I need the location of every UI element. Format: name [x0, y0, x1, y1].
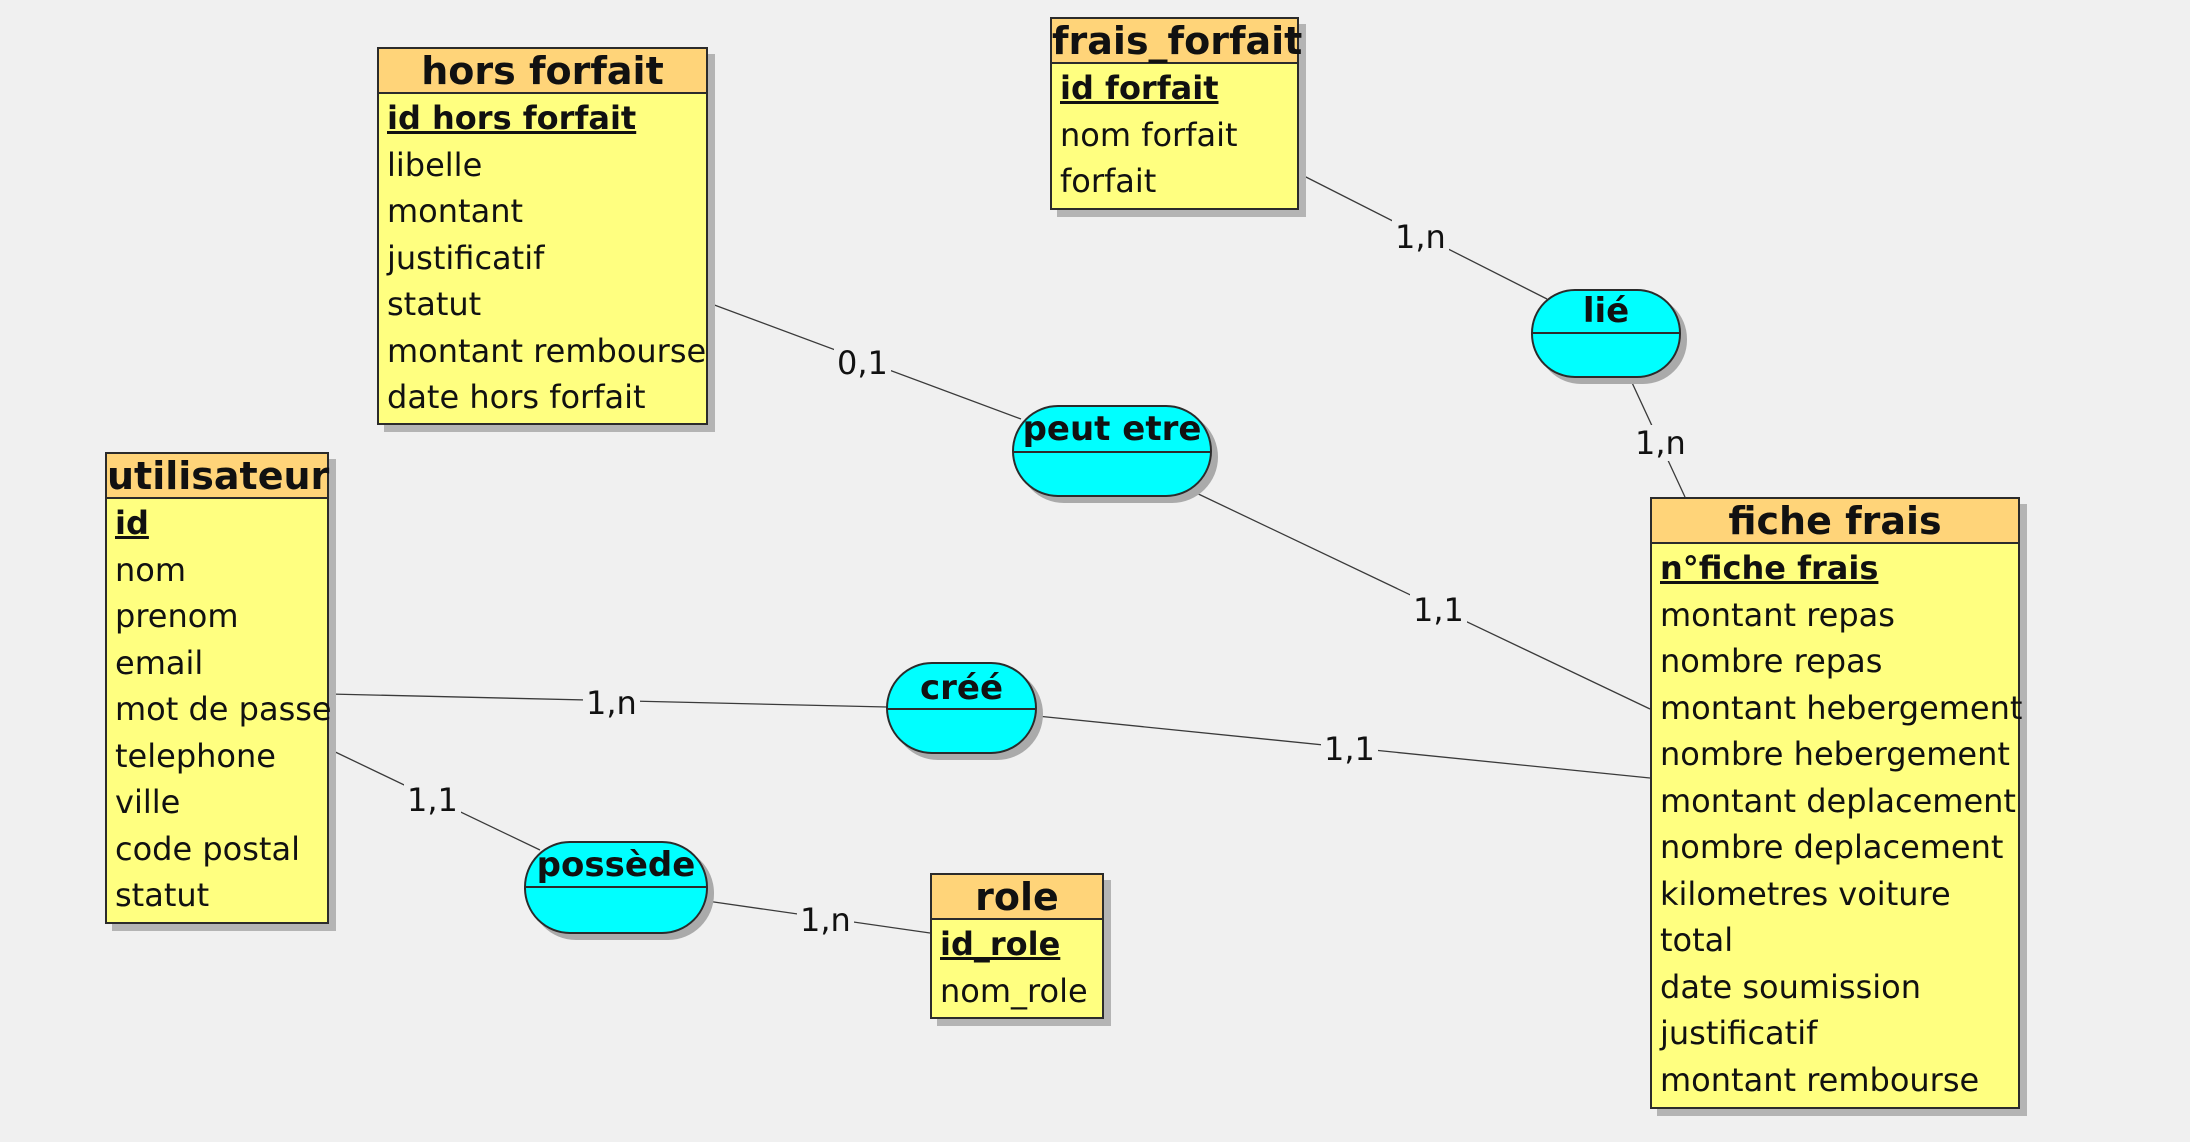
attribute: justificatif: [1660, 1014, 1818, 1052]
attribute: nom forfait: [1060, 115, 1238, 154]
entity-title: utilisateur: [107, 454, 330, 499]
entity-utilisateur[interactable]: utilisateur id nom prenom email mot de p…: [105, 452, 332, 924]
association-cree[interactable]: créé: [886, 662, 1037, 754]
cardinality-utilisateur-cree: 1,n: [583, 685, 640, 721]
attribute: statut: [115, 876, 210, 914]
primary-key-attribute: id_role: [940, 925, 1061, 963]
attribute: libelle: [387, 145, 483, 184]
entity-title: frais_forfait: [1052, 19, 1303, 64]
attribute: ville: [115, 783, 181, 821]
attribute: mot de passe: [115, 690, 332, 728]
entity-fiche-frais[interactable]: fiche frais n°fiche frais montant repas …: [1650, 497, 2023, 1109]
entity-title: role: [932, 875, 1102, 920]
attribute-list: id nom prenom email mot de passe telepho…: [107, 499, 332, 919]
cardinality-fiche-frais-cree: 1,1: [1321, 731, 1378, 767]
attribute-list: id hors forfait libelle montant justific…: [379, 94, 706, 421]
attribute: date soumission: [1660, 967, 1922, 1006]
primary-key-attribute: n°fiche frais: [1660, 549, 1879, 587]
cardinality-utilisateur-possede: 1,1: [404, 782, 461, 818]
attribute: montant rembourse: [387, 331, 707, 370]
association-label: créé: [919, 668, 1004, 708]
association-divider: [1014, 451, 1210, 453]
attribute: montant: [387, 192, 524, 230]
association-lie[interactable]: lié: [1531, 289, 1681, 378]
primary-key-attribute: id forfait: [1060, 69, 1219, 107]
attribute: montant rembourse: [1660, 1060, 1980, 1099]
attribute: nombre repas: [1660, 642, 1883, 680]
attribute: prenom: [115, 597, 239, 635]
attribute: nom: [115, 550, 187, 589]
primary-key-attribute: id: [115, 504, 149, 542]
association-label: lié: [1582, 291, 1630, 331]
entity-title: hors forfait: [379, 49, 706, 94]
attribute: montant repas: [1660, 595, 1895, 634]
association-possede[interactable]: possède: [524, 841, 708, 934]
entity-hors-forfait[interactable]: hors forfait id hors forfait libelle mon…: [377, 47, 708, 425]
association-label: peut etre: [1022, 409, 1202, 449]
attribute-list: n°fiche frais montant repas nombre repas…: [1652, 544, 2023, 1103]
association-divider: [888, 708, 1035, 710]
attribute: nombre deplacement: [1660, 828, 2004, 866]
attribute: email: [115, 643, 204, 682]
attribute: statut: [387, 285, 482, 323]
primary-key-attribute: id hors forfait: [387, 99, 637, 137]
cardinality-role-possede: 1,n: [797, 902, 854, 938]
association-label: possède: [536, 845, 696, 885]
association-divider: [1533, 332, 1679, 334]
attribute: montant deplacement: [1660, 781, 2016, 820]
association-peut-etre[interactable]: peut etre: [1012, 405, 1212, 497]
cardinality-hors-forfait-peut-etre: 0,1: [834, 345, 891, 381]
attribute: code postal: [115, 829, 300, 868]
attribute: justificatif: [387, 238, 545, 277]
cardinality-fiche-frais-lie: 1,n: [1632, 425, 1689, 461]
attribute-list: id forfait nom forfait forfait: [1052, 64, 1297, 205]
attribute: nombre hebergement: [1660, 735, 2010, 773]
association-divider: [526, 886, 706, 888]
attribute: montant hebergement: [1660, 688, 2023, 727]
attribute: date hors forfait: [387, 378, 646, 416]
entity-frais-forfait[interactable]: frais_forfait id forfait nom forfait for…: [1050, 17, 1303, 210]
entity-role[interactable]: role id_role nom_role: [930, 873, 1104, 1019]
attribute: kilometres voiture: [1660, 874, 1951, 913]
attribute-list: id_role nom_role: [932, 920, 1102, 1014]
attribute: total: [1660, 921, 1734, 959]
entity-title: fiche frais: [1652, 499, 2018, 544]
cardinality-frais-forfait-lie: 1,n: [1392, 219, 1449, 255]
attribute: forfait: [1060, 162, 1157, 200]
attribute: telephone: [115, 736, 276, 775]
attribute: nom_role: [940, 971, 1088, 1010]
cardinality-fiche-frais-peut-etre: 1,1: [1410, 592, 1467, 628]
